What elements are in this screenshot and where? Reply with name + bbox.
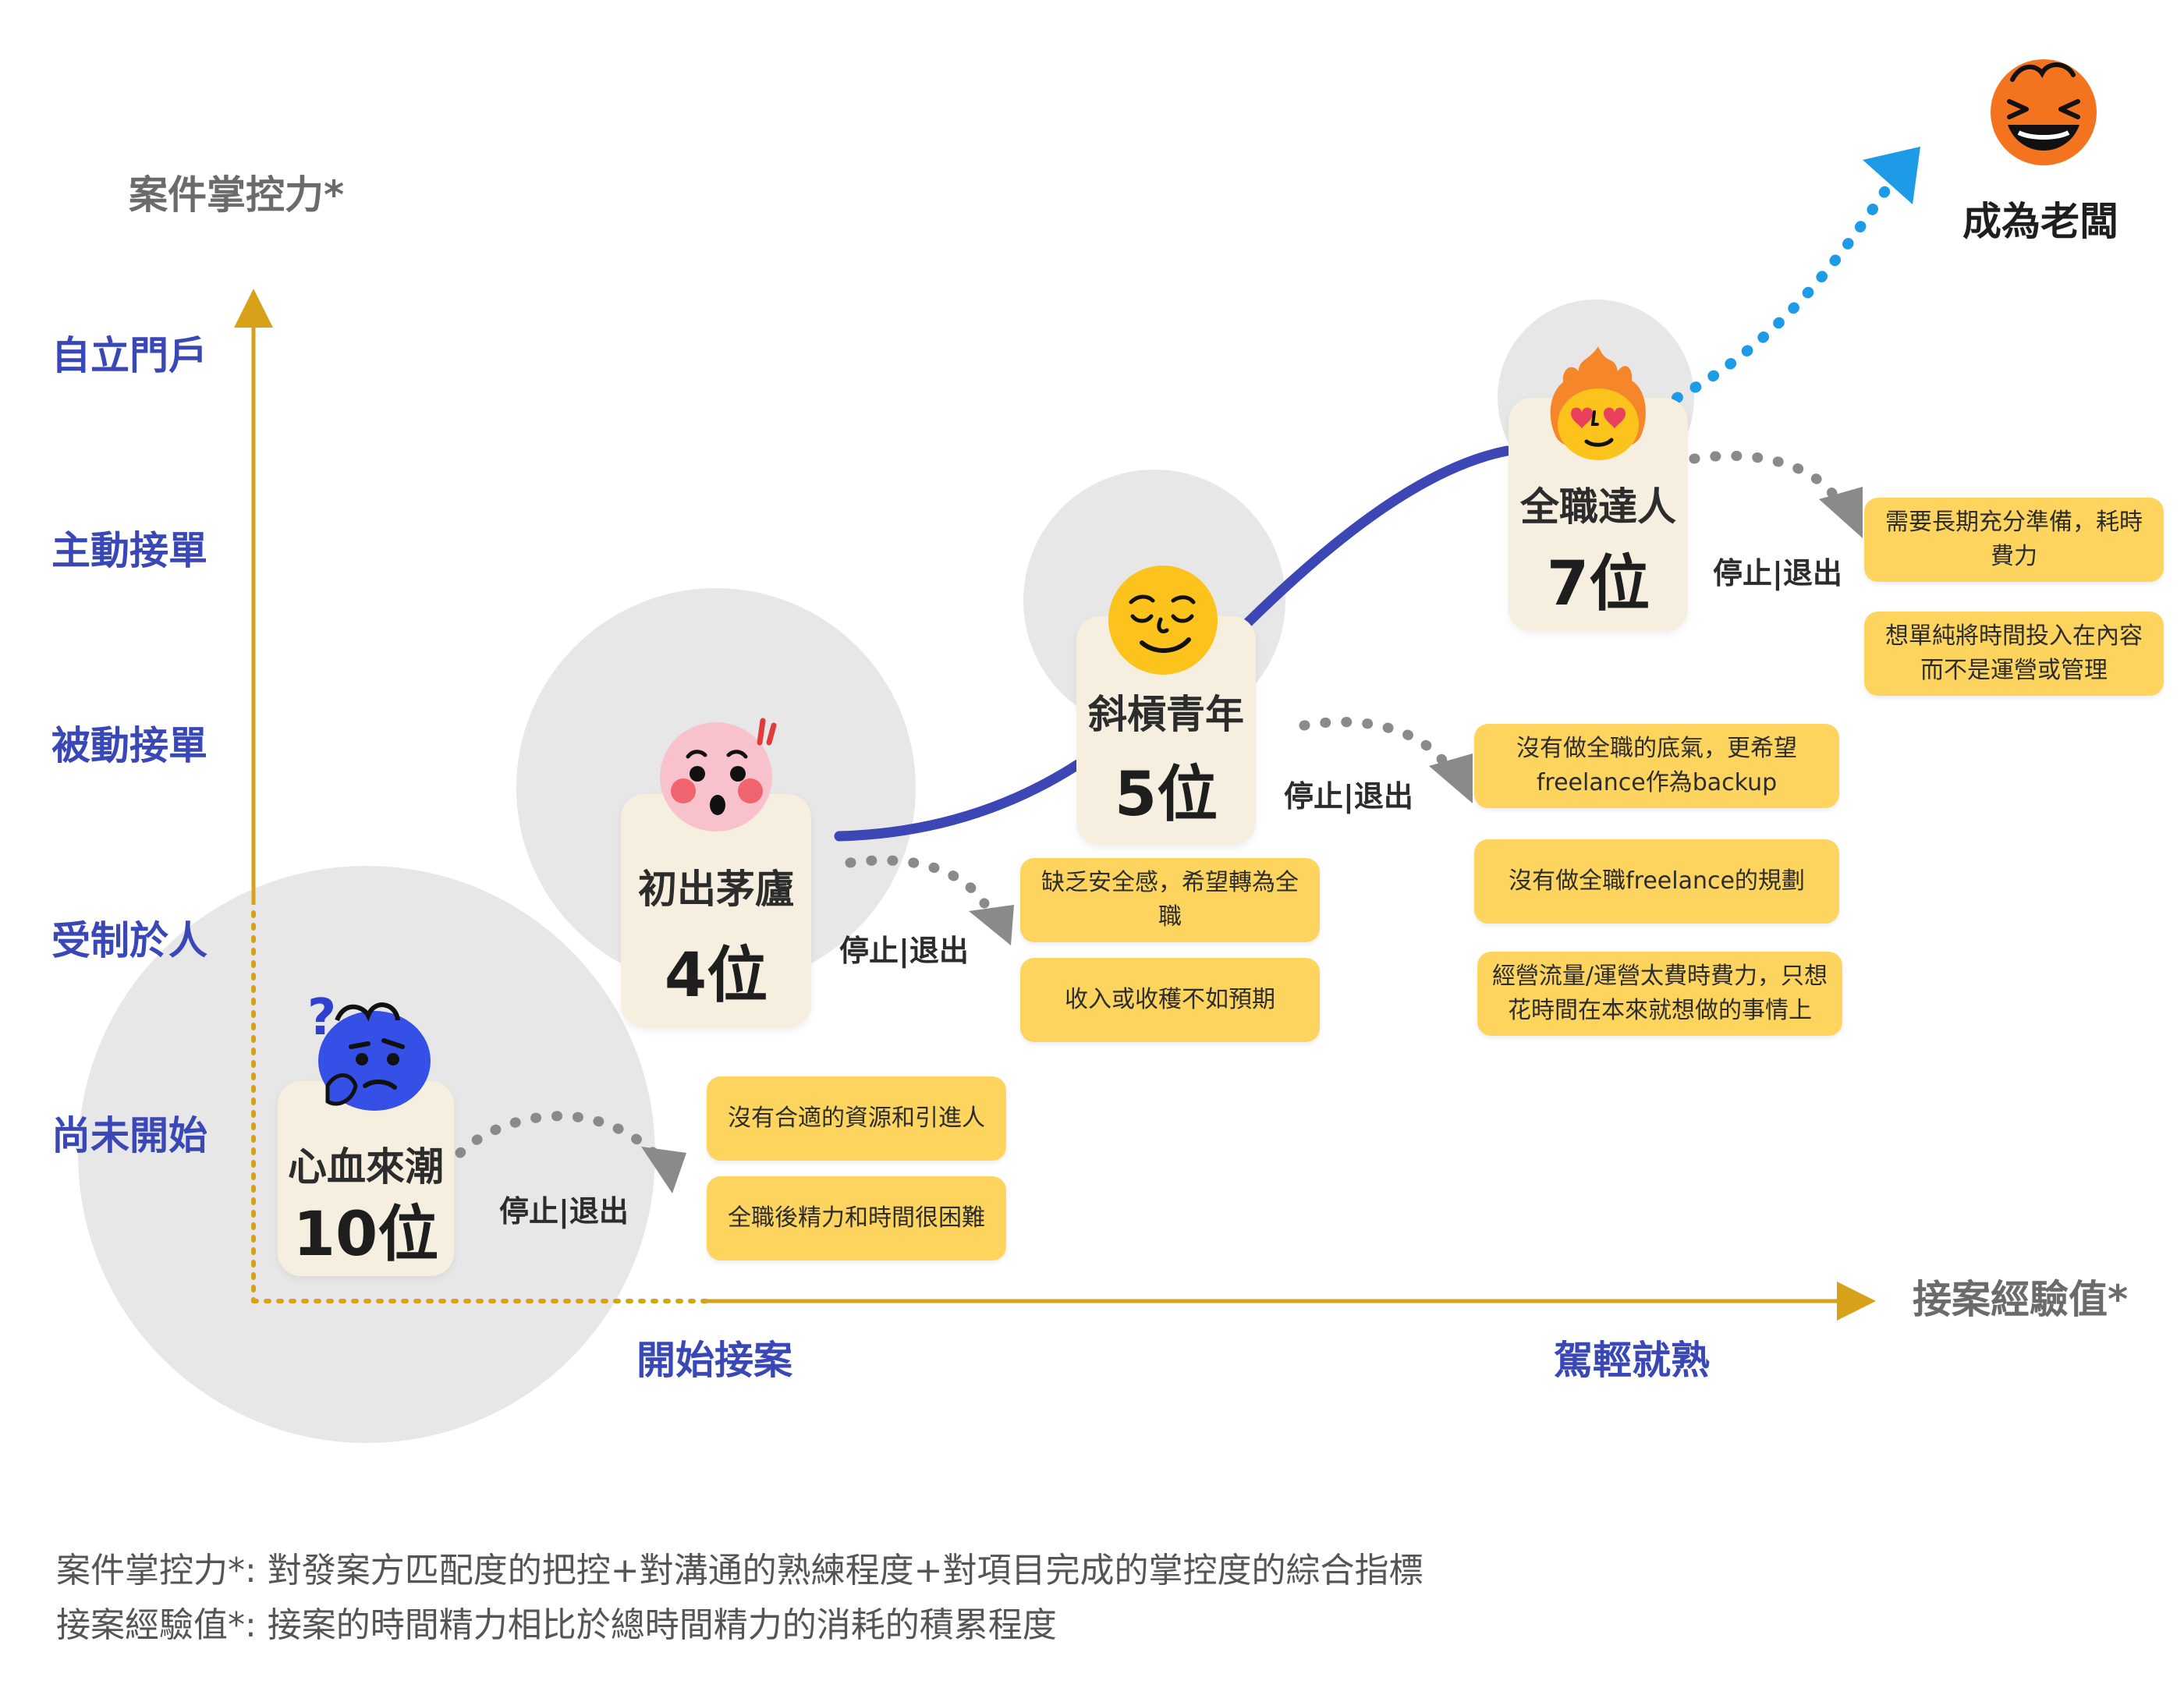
reason-box-1-1: 沒有合適的資源和引進人 xyxy=(707,1076,1006,1161)
goal-dotted-path xyxy=(1672,182,1893,403)
y-axis-title: 案件掌控力* xyxy=(129,172,345,218)
laughing-orange-face-icon xyxy=(1991,59,2097,165)
x-level-start: 開始接案 xyxy=(636,1338,792,1383)
y-level-passive: 被動接單 xyxy=(51,723,207,768)
stage-count: 5位 xyxy=(1114,760,1218,830)
reason-box-3-3: 經營流量/運營太費時費力，只想花時間在本來就想做的事情上 xyxy=(1477,952,1842,1036)
stage-name: 斜槓青年 xyxy=(1088,692,1244,737)
stage-name: 心血來潮 xyxy=(288,1144,444,1190)
stage-count: 10位 xyxy=(292,1200,439,1270)
stage-count: 4位 xyxy=(664,941,768,1011)
y-level-not-started: 尚未開始 xyxy=(51,1113,207,1158)
y-level-constrained: 受制於人 xyxy=(51,918,207,963)
stage-count: 7位 xyxy=(1546,549,1650,619)
reason-box-2-2: 收入或收穫不如預期 xyxy=(1020,958,1320,1042)
content-smiley-face-icon xyxy=(1108,566,1218,675)
stop-label-3: 停止|退出 xyxy=(1284,779,1413,814)
stop-label-1: 停止|退出 xyxy=(499,1194,629,1229)
stop-arrow-4 xyxy=(1689,450,1863,538)
x-level-skilled: 駕輕就熟 xyxy=(1554,1338,1710,1383)
fire-heart-eyes-icon xyxy=(1550,346,1646,460)
x-axis-title: 接案經驗值* xyxy=(1913,1277,2129,1322)
goal-label: 成為老闆 xyxy=(1962,199,2118,244)
growth-path-3-4 xyxy=(1243,445,1512,628)
stage-card-1: 心血來潮 10位 xyxy=(278,1081,454,1276)
stage-name: 初出茅廬 xyxy=(638,867,794,912)
footnote-experience: 接案經驗值*: 接案的時間精力相比於總時間精力的消耗的積累程度 xyxy=(56,1605,1057,1645)
y-level-proactive: 主動接單 xyxy=(51,528,207,573)
stop-label-4: 停止|退出 xyxy=(1713,556,1842,590)
stop-label-2: 停止|退出 xyxy=(839,934,969,968)
confused-blue-face-icon: ? xyxy=(307,989,431,1111)
reason-box-1-2: 全職後精力和時間很困難 xyxy=(707,1176,1006,1261)
surprised-pink-face-icon xyxy=(660,718,777,831)
growth-path-2-3 xyxy=(834,759,1083,842)
stop-arrow-1 xyxy=(455,1111,686,1193)
stage-name: 全職達人 xyxy=(1520,484,1676,530)
reason-box-3-2: 沒有做全職freelance的規劃 xyxy=(1474,839,1839,924)
stage-card-4: 全職達人 7位 xyxy=(1509,398,1688,632)
stop-arrow-3 xyxy=(1299,717,1473,803)
reason-box-3-1: 沒有做全職的底氣，更希望freelance作為backup xyxy=(1474,724,1839,808)
reason-box-4-2: 想單純將時間投入在內容而不是運營或管理 xyxy=(1864,612,2164,696)
y-level-independent: 自立門戶 xyxy=(51,333,207,378)
reason-box-2-1: 缺乏安全感，希望轉為全職 xyxy=(1020,858,1320,942)
footnote-control: 案件掌控力*: 對發案方匹配度的把控+對溝通的熟練程度+對項目完成的掌控度的綜合… xyxy=(56,1551,1424,1590)
stop-arrow-2 xyxy=(845,855,1014,945)
reason-box-4-1: 需要長期充分準備，耗時費力 xyxy=(1864,498,2164,582)
stage-card-2: 初出茅廬 4位 xyxy=(621,794,811,1028)
goal-arrowhead xyxy=(1863,147,1920,204)
